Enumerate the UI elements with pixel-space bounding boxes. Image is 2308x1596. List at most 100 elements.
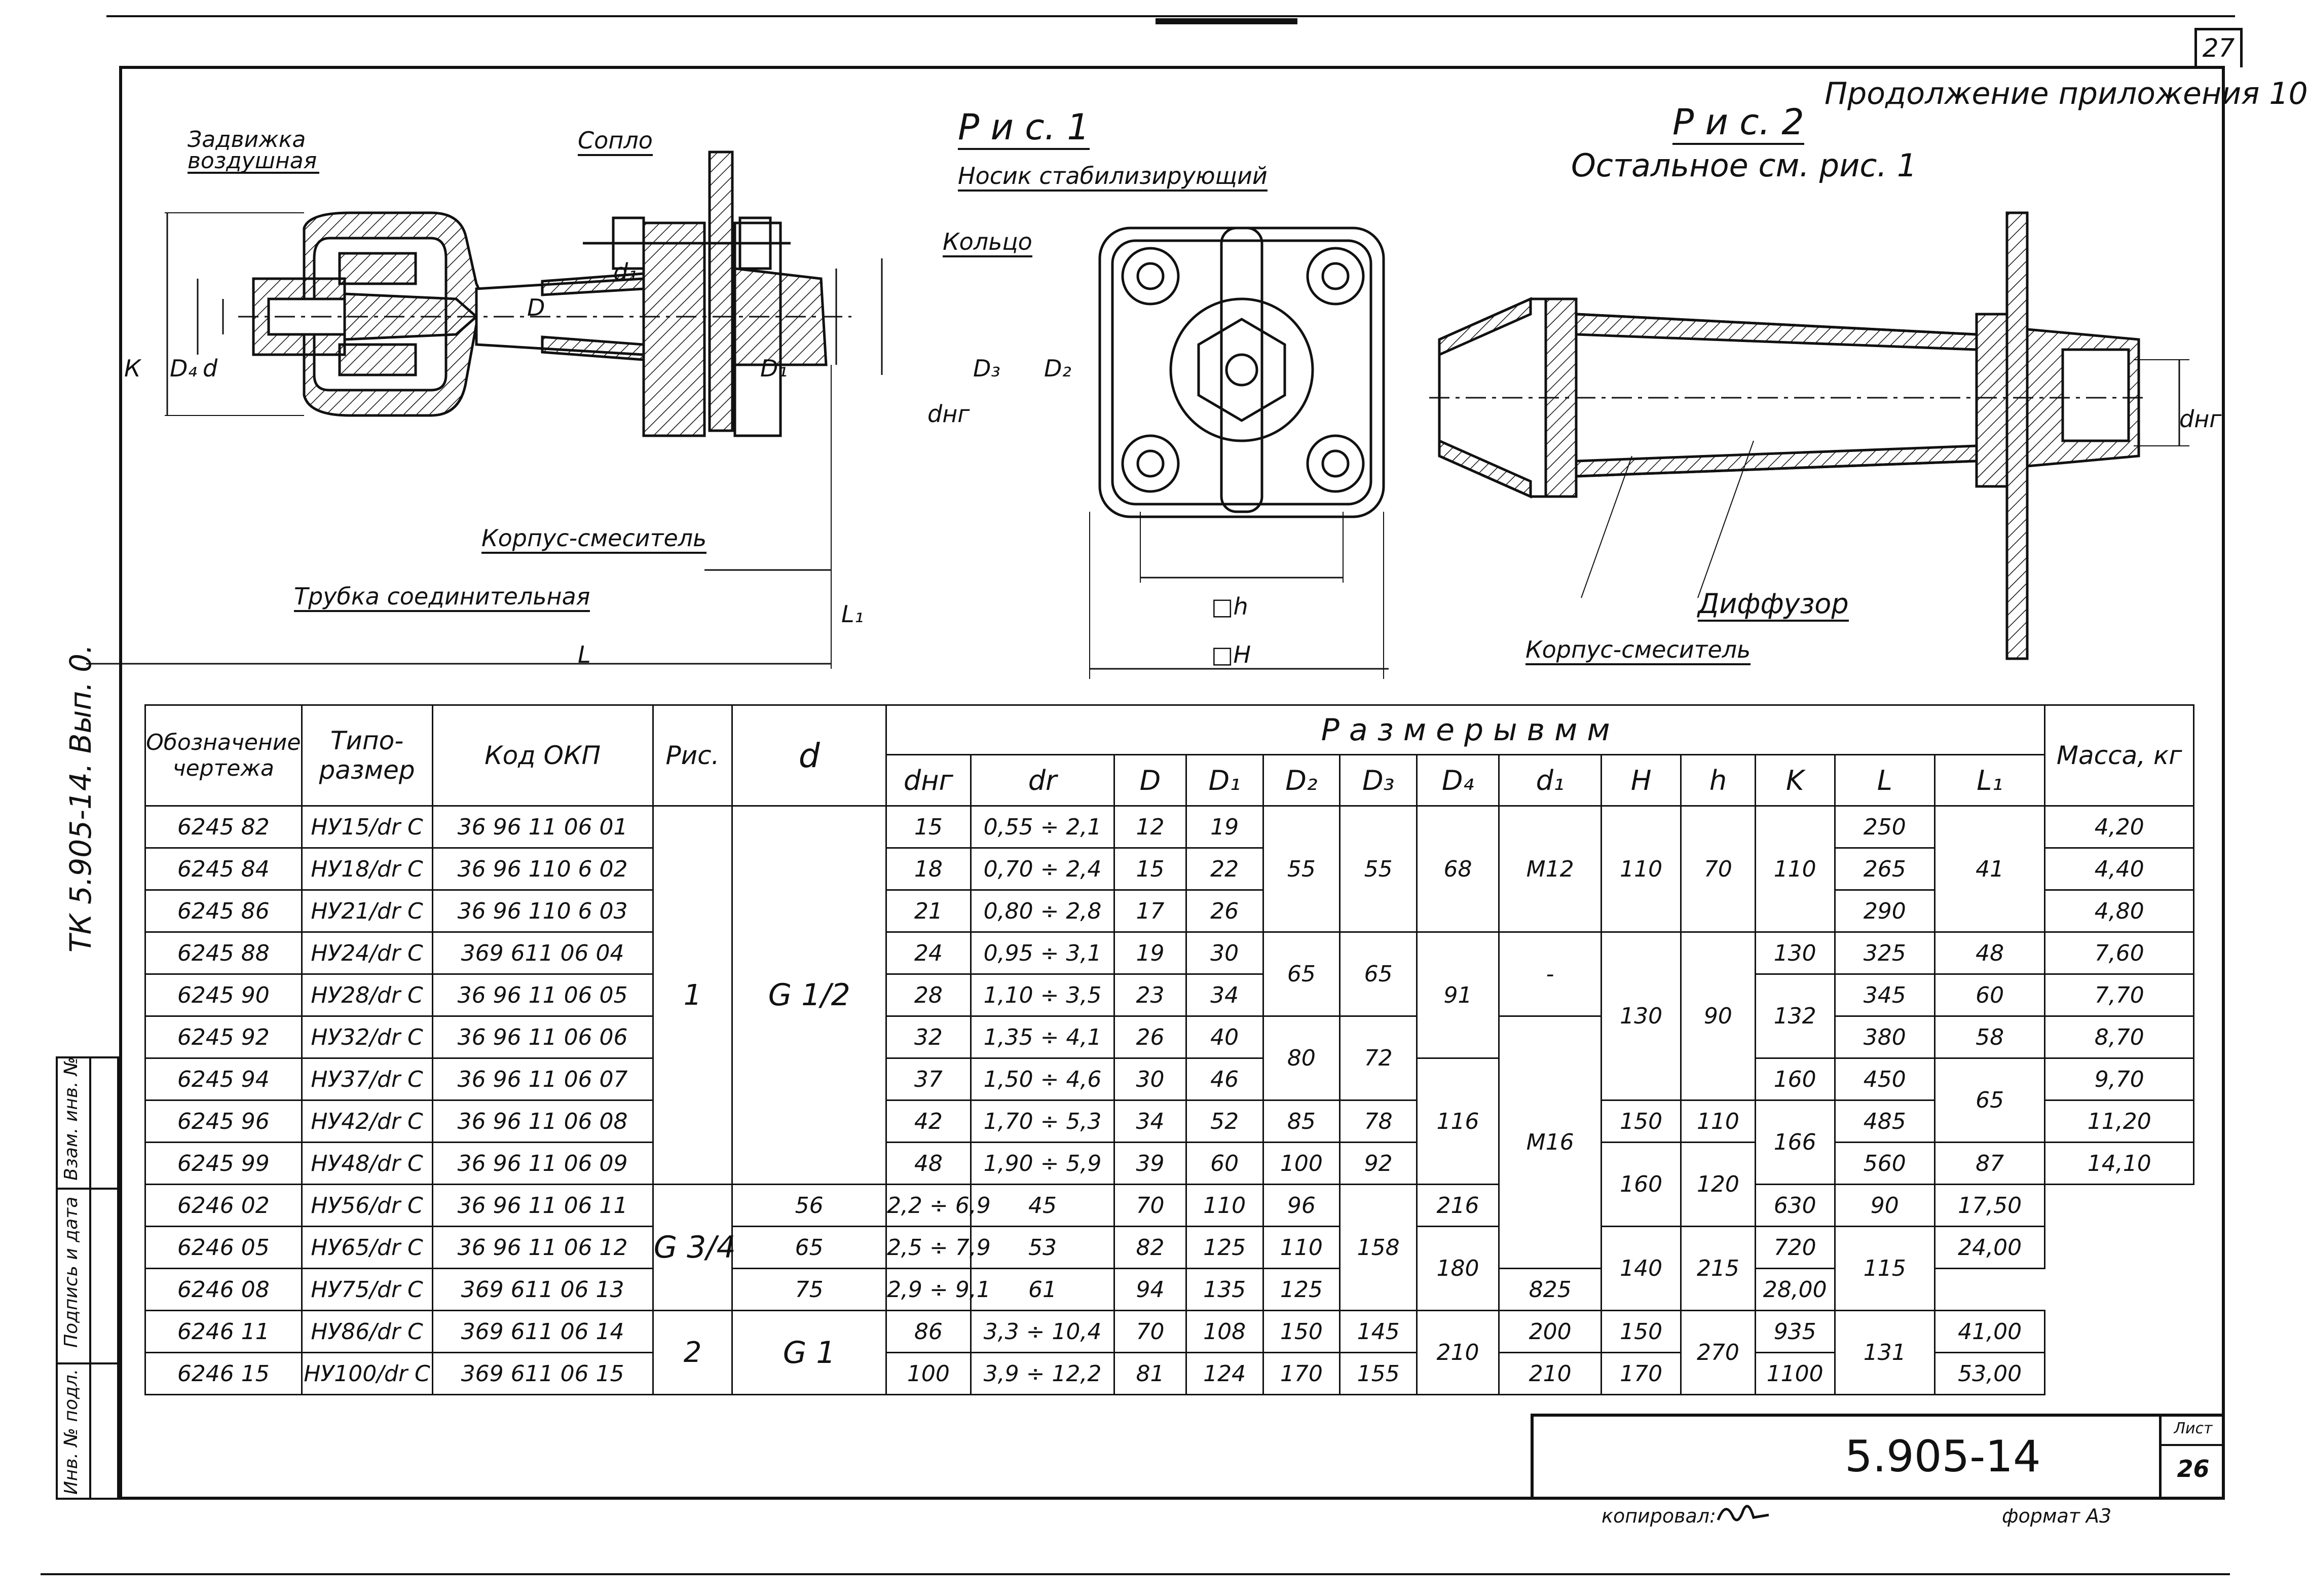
cell-mass: 24,00 — [1933, 1226, 2046, 1269]
cell-D2: 55 — [1262, 805, 1341, 933]
label-nosik: Носик стабилизирующий — [958, 162, 1268, 192]
cell-h: 110 — [1680, 1099, 1756, 1143]
table-row: 6245 88 НУ24/dr С 369 611 06 04 24 0,95 … — [144, 931, 2194, 1101]
table-row: 6246 11 НУ86/dr С 369 611 06 14 2 G 1 86… — [144, 1310, 2194, 1395]
cell-L1: 58 — [1933, 1015, 2046, 1059]
cell-D2: 135 — [1185, 1268, 1264, 1311]
cell-L: 720 — [1754, 1226, 1836, 1269]
cell-L: 825 — [1498, 1268, 1603, 1311]
cell-D4: 91 — [1416, 931, 1500, 1059]
cell-L: 450 — [1834, 1057, 1935, 1101]
cell-d-g12: G 1/2 — [731, 805, 887, 1185]
cell-dnr: 56 — [731, 1184, 887, 1227]
cell-D4: 210 — [1416, 1310, 1500, 1395]
cell-D: 12 — [1113, 805, 1187, 849]
cell-designation: 6246 05 — [144, 1226, 303, 1269]
cell-mass: 8,70 — [2044, 1015, 2194, 1059]
table-row: 6245 94 НУ37/dr С 36 96 11 06 07 37 1,50… — [144, 1057, 2194, 1185]
fig2-dim-dnr: dнг — [2179, 405, 2222, 433]
cell-L: 250 — [1834, 805, 1935, 849]
th-designation: Обозначение чертежа — [144, 704, 303, 807]
doc-code: 5.905-14 — [1845, 1431, 2041, 1482]
cell-dr: 1,50 ÷ 4,6 — [970, 1057, 1115, 1101]
cell-D1: 82 — [1113, 1226, 1187, 1269]
label-koltso: Кольцо — [943, 228, 1032, 257]
cell-dnr: 86 — [885, 1310, 972, 1353]
table-row: 6246 05 НУ65/dr С 36 96 11 06 12 65 2,5 … — [144, 1226, 2194, 1311]
th-dims-group: Р а з м е р ы в м м — [885, 704, 2046, 755]
dim-D4: D₄ — [170, 355, 197, 382]
cell-type: НУ56/dr С — [301, 1184, 433, 1227]
th-D2: D₂ — [1262, 754, 1341, 807]
cell-okp: 36 96 11 06 09 — [431, 1142, 654, 1185]
cell-L1: 41 — [1933, 805, 2046, 933]
side-strip-replaces: Взам. инв. № — [61, 1056, 82, 1181]
cell-mass: 4,20 — [2044, 805, 2194, 849]
table-row: 6245 86 НУ21/dr С 36 96 110 6 03 21 0,80… — [144, 889, 2194, 933]
cell-okp: 36 96 11 06 05 — [431, 973, 654, 1017]
cell-dnr: 37 — [885, 1057, 972, 1101]
fig2-label-korpus: Корпус-смеситель — [1525, 636, 1751, 665]
cell-L: 345 — [1834, 973, 1935, 1017]
table-header-row-2: dнг dr D D₁ D₂ D₃ D₄ d₁ H h K L L₁ — [145, 754, 2194, 807]
cell-mass: 7,70 — [2044, 973, 2194, 1017]
dim-dnr: dнг — [927, 400, 970, 428]
cell-dr: 1,35 ÷ 4,1 — [970, 1015, 1115, 1059]
th-d: d — [731, 704, 887, 807]
cell-designation: 6246 15 — [144, 1352, 303, 1395]
cell-D3: 125 — [1262, 1268, 1341, 1311]
cell-dnr: 48 — [885, 1142, 972, 1185]
cell-dnr: 65 — [731, 1226, 887, 1269]
dim-d1: d₁ — [613, 258, 638, 286]
cell-D2: 65 — [1262, 931, 1341, 1017]
cell-D4: 68 — [1416, 805, 1500, 933]
cell-dnr: 15 — [885, 805, 972, 849]
cell-K: 130 — [1754, 931, 1836, 975]
cell-dr: 0,95 ÷ 3,1 — [970, 931, 1115, 975]
dim-D: D — [527, 294, 545, 321]
cell-type: НУ42/dr С — [301, 1099, 433, 1143]
cell-D2: 110 — [1185, 1184, 1264, 1227]
dim-D2: D₂ — [1044, 355, 1071, 382]
cell-L: 265 — [1834, 847, 1935, 891]
cell-L: 630 — [1754, 1184, 1836, 1227]
side-strip — [56, 1056, 119, 1500]
cell-dr: 2,2 ÷ 6,9 — [885, 1184, 991, 1227]
cell-type: НУ37/dr С — [301, 1057, 433, 1101]
cell-okp: 36 96 11 06 11 — [431, 1184, 654, 1227]
table-row: 6246 02 НУ56/dr С 36 96 11 06 11 G 3/4 5… — [144, 1184, 2194, 1311]
dim-D1: D₁ — [760, 355, 788, 382]
page-number-box: 27 — [2194, 28, 2243, 67]
side-strip-sign: Подпись и дата — [61, 1196, 82, 1348]
cell-okp: 369 611 06 13 — [431, 1268, 654, 1311]
label-trubka: Трубка соединительная — [294, 583, 590, 612]
copier-signature — [1717, 1505, 1769, 1522]
cell-dr: 1,70 ÷ 5,3 — [970, 1099, 1115, 1143]
cell-D2: 80 — [1262, 1015, 1341, 1101]
cell-d1: - — [1498, 931, 1603, 1017]
sheet-label: Лист — [2162, 1414, 2225, 1446]
cell-h: 150 — [1600, 1310, 1682, 1353]
cell-mass: 28,00 — [1754, 1268, 1836, 1311]
th-h: h — [1680, 754, 1756, 807]
cell-D: 39 — [1113, 1142, 1187, 1185]
cell-fig-2: 2 — [652, 1310, 733, 1395]
cell-D1: 34 — [1185, 973, 1264, 1017]
cell-designation: 6245 84 — [144, 847, 303, 891]
cell-D3: 96 — [1262, 1184, 1341, 1227]
cell-D3: 55 — [1339, 805, 1418, 933]
cell-D1: 60 — [1185, 1142, 1264, 1185]
cell-designation: 6245 82 — [144, 805, 303, 849]
cell-D: 53 — [970, 1226, 1115, 1269]
cell-okp: 36 96 110 6 03 — [431, 889, 654, 933]
th-fig: Рис. — [652, 704, 733, 807]
cell-D: 30 — [1113, 1057, 1187, 1101]
cell-H: 130 — [1600, 931, 1682, 1101]
cell-mass: 9,70 — [2044, 1057, 2194, 1101]
label-soplo: Сопло — [578, 127, 653, 156]
cell-okp: 36 96 110 6 02 — [431, 847, 654, 891]
cell-mass: 4,40 — [2044, 847, 2194, 891]
cell-designation: 6245 92 — [144, 1015, 303, 1059]
cell-type: НУ100/dr С — [301, 1352, 433, 1395]
cell-H: 150 — [1600, 1099, 1682, 1143]
